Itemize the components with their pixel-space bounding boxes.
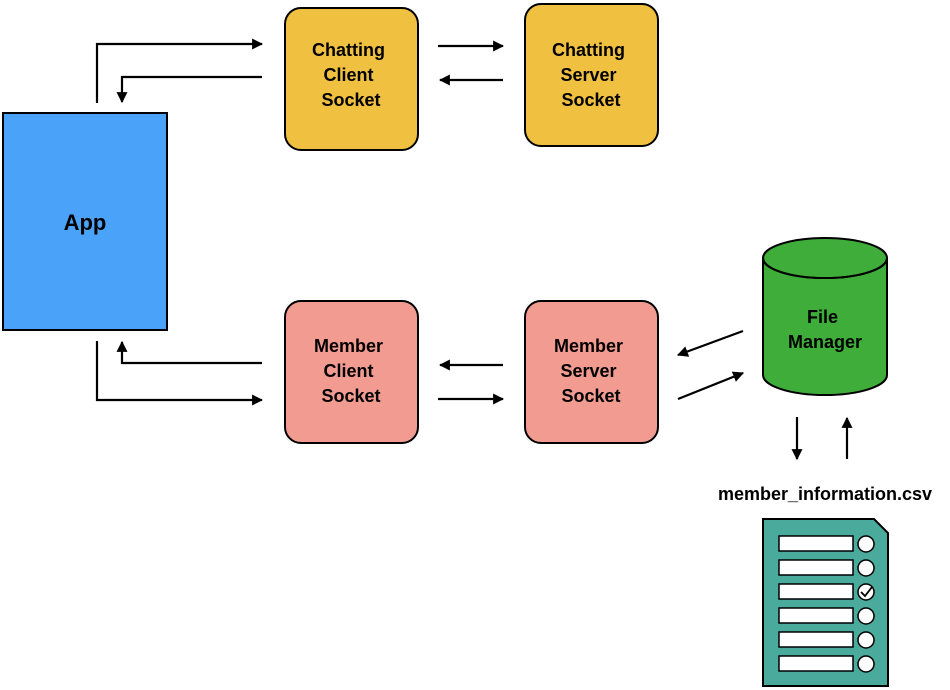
arrow-app-to-chat-client bbox=[95, 38, 264, 103]
arrow-app-to-member-client bbox=[95, 341, 264, 406]
member-server-line-1: Member bbox=[554, 336, 623, 356]
file-manager-line-2: Manager bbox=[788, 332, 862, 352]
chatting-server-socket-node: Chatting Server Socket bbox=[524, 3, 659, 147]
app-label: App bbox=[64, 210, 107, 235]
chatting-client-line-2: Client bbox=[323, 65, 373, 85]
member-client-line-2: Client bbox=[323, 361, 373, 381]
svg-text:Member Client Sock: Member Client Socket bbox=[314, 336, 388, 406]
member-client-line-3: Socket bbox=[321, 386, 380, 406]
arrow-member-server-to-file-manager bbox=[677, 371, 745, 401]
chatting-server-line-2: Server bbox=[560, 65, 616, 85]
svg-text:Member Server Sock: Member Server Socket bbox=[554, 336, 628, 406]
member-client-socket-node: Member Client Socket bbox=[284, 300, 419, 444]
chatting-client-socket-node: Chatting Client Socket bbox=[284, 7, 419, 151]
arrow-chat-client-to-app bbox=[116, 75, 262, 104]
arrow-file-manager-to-member-server bbox=[676, 329, 744, 357]
svg-text:Chatting Server So: Chatting Server Socket bbox=[552, 40, 630, 110]
member-server-line-3: Socket bbox=[561, 386, 620, 406]
file-manager-database-icon: File Manager bbox=[762, 237, 888, 396]
file-manager-line-1: File bbox=[807, 307, 838, 327]
chatting-server-line-3: Socket bbox=[561, 90, 620, 110]
chatting-client-line-1: Chatting bbox=[312, 40, 385, 60]
checkmark-icon bbox=[860, 586, 873, 598]
chatting-server-line-1: Chatting bbox=[552, 40, 625, 60]
csv-file-label: member_information.csv bbox=[718, 484, 932, 504]
member-client-line-1: Member bbox=[314, 336, 383, 356]
svg-text:File Manager: File Manager bbox=[788, 307, 862, 352]
member-server-socket-node: Member Server Socket bbox=[524, 300, 659, 444]
svg-text:Chatting Client So: Chatting Client Socket bbox=[312, 40, 390, 110]
arrow-member-client-to-app bbox=[116, 340, 262, 365]
app-node: App bbox=[2, 112, 168, 331]
chatting-client-line-3: Socket bbox=[321, 90, 380, 110]
member-server-line-2: Server bbox=[560, 361, 616, 381]
csv-document-icon bbox=[762, 518, 889, 687]
